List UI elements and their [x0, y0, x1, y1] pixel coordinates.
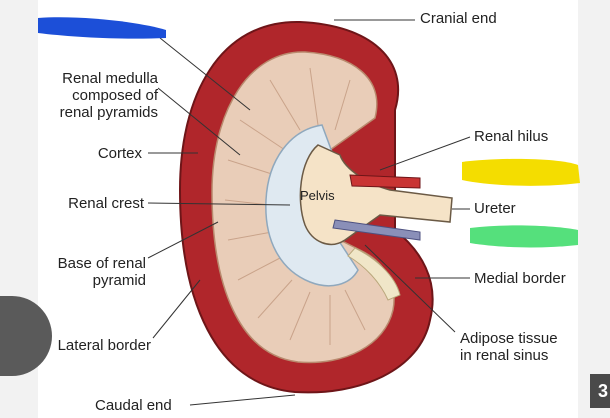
green-marker [470, 225, 578, 248]
yellow-marker [462, 158, 580, 186]
label-cranial-end: Cranial end [420, 10, 497, 27]
leader-lines [147, 19, 471, 406]
renal-vein [332, 219, 421, 241]
blue-marker [38, 17, 166, 39]
label-lateral-border: Lateral border [57, 337, 151, 354]
label-medial-border: Medial border [474, 270, 566, 287]
adipose-tissue [347, 247, 401, 301]
renal-artery [349, 174, 421, 189]
page-number-badge: 3 [590, 374, 610, 408]
label-renal-hilus: Renal hilus [474, 128, 549, 145]
label-renal-crest: Renal crest [68, 195, 144, 212]
label-caudal-end: Caudal end [95, 397, 172, 414]
label-adipose-tissue: Adipose tissue in renal sinus [460, 330, 558, 364]
label-cortex: Cortex [97, 145, 142, 162]
label-pelvis: Pelvis [300, 188, 335, 203]
label-renal-medulla: Renal medulla composed of renal pyramids [59, 70, 158, 121]
label-ureter: Ureter [474, 200, 516, 217]
label-base-of-renal-pyramid: Base of renal pyramid [57, 255, 146, 289]
